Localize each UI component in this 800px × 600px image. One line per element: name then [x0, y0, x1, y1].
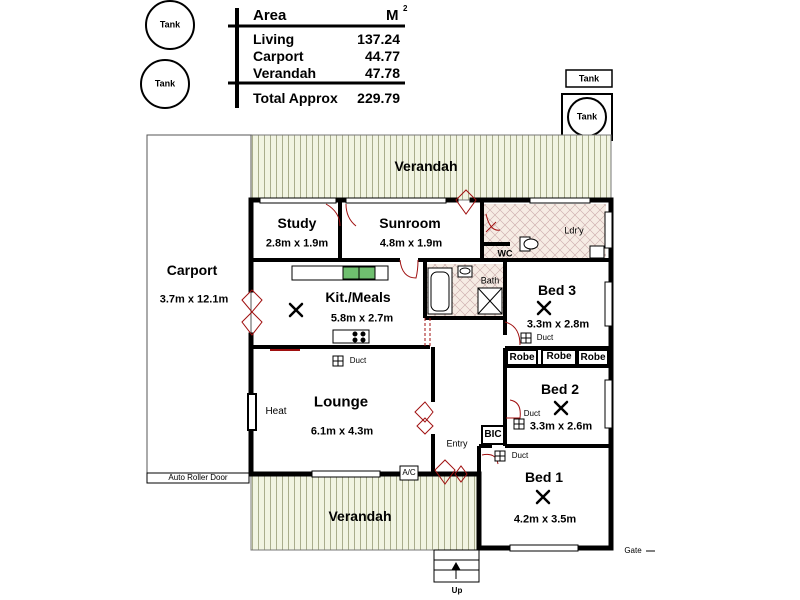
doors — [241, 189, 521, 485]
bed1-dims: 4.2m x 3.5m — [513, 513, 577, 526]
robe-3-label: Robe — [580, 352, 606, 363]
interior-walls — [251, 200, 611, 474]
tank-right-label: Tank — [578, 73, 600, 84]
tank-right-circle-label: Tank — [576, 111, 598, 122]
robe-2-label: Robe — [546, 351, 572, 362]
ac-box — [399, 465, 419, 481]
verandah-bottom-area — [250, 473, 480, 551]
area-total-value: 229.79 — [357, 90, 400, 106]
duct-entry-label: Duct — [511, 451, 529, 460]
lounge-dims: 6.1m x 4.3m — [310, 425, 374, 438]
ceiling-fan-icons — [288, 300, 569, 505]
robe-box-3 — [577, 349, 609, 366]
auto-roller-door — [146, 472, 250, 484]
bed2-label: Bed 2 — [540, 381, 580, 397]
duct-kitchen-label: Duct — [349, 356, 367, 365]
bic-box — [481, 425, 505, 445]
area-total-label: Total Approx — [253, 90, 338, 106]
laundry-label: Ldr'y — [564, 225, 584, 236]
duct-bed3-label: Duct — [536, 333, 554, 342]
sunroom-label: Sunroom — [379, 215, 441, 231]
tank-bottom-left-label: Tank — [154, 78, 176, 89]
carport-label: Carport — [166, 262, 218, 278]
up-label: Up — [451, 586, 463, 595]
study-dims: 2.8m x 1.9m — [265, 237, 329, 250]
laundry-fixtures — [519, 236, 605, 259]
bed2-dims: 3.3m x 2.6m — [529, 420, 593, 433]
gate-label: Gate — [624, 546, 642, 555]
area-row-value: 47.78 — [364, 65, 400, 81]
area-row-value: 44.77 — [364, 48, 400, 64]
carport-dims: 3.7m x 12.1m — [159, 293, 229, 306]
study-label: Study — [277, 215, 317, 231]
kitchen-dims: 5.8m x 2.7m — [330, 312, 394, 325]
tank-top-left-label: Tank — [159, 19, 181, 30]
lounge-label: Lounge — [313, 393, 369, 411]
windows — [259, 197, 613, 552]
bed1-label: Bed 1 — [524, 469, 564, 485]
duct-bed2-label: Duct — [523, 409, 541, 418]
robe-1-label: Robe — [509, 352, 535, 363]
area-row-value: 137.24 — [357, 31, 400, 47]
sunroom-dims: 4.8m x 1.9m — [379, 237, 443, 250]
ac-label: A/C — [402, 468, 416, 477]
robe-box-1 — [506, 349, 538, 366]
duct-icons — [332, 332, 532, 462]
wc-label: WC — [497, 248, 513, 259]
area-unit-superscript: 2 — [403, 4, 408, 13]
bath-fixtures — [427, 265, 503, 315]
area-header-unit: M — [386, 7, 399, 24]
bed3-label: Bed 3 — [537, 282, 577, 298]
auto-roller-door-label: Auto Roller Door — [168, 473, 228, 482]
bic-label: BIC — [484, 429, 502, 440]
verandah-top-label: Verandah — [394, 158, 458, 174]
entry-steps — [433, 549, 480, 583]
area-row-label: Carport — [253, 48, 304, 64]
tank-bottom-left-icon — [140, 59, 190, 109]
bed3-dims: 3.3m x 2.8m — [526, 318, 590, 331]
area-row-label: Living — [253, 31, 295, 47]
entry-label: Entry — [446, 438, 468, 449]
heater-icon — [247, 393, 257, 431]
kitchen-label: Kit./Meals — [325, 289, 391, 305]
verandah-bottom-label: Verandah — [328, 508, 392, 524]
heat-label: Heat — [265, 406, 287, 417]
kitchen-bench — [291, 265, 389, 344]
area-row-label: Verandah — [253, 65, 317, 81]
tank-top-left-icon — [145, 0, 195, 50]
openings — [424, 318, 431, 347]
area-header-label: Area — [253, 7, 287, 24]
tank-right-label-box — [565, 69, 613, 88]
area-table-lines — [228, 8, 405, 108]
bath-label: Bath — [480, 275, 500, 286]
carport-area — [146, 134, 252, 474]
verandah-top-area — [250, 134, 612, 201]
laundry-floor — [484, 204, 606, 262]
robe-box-2 — [541, 349, 577, 366]
